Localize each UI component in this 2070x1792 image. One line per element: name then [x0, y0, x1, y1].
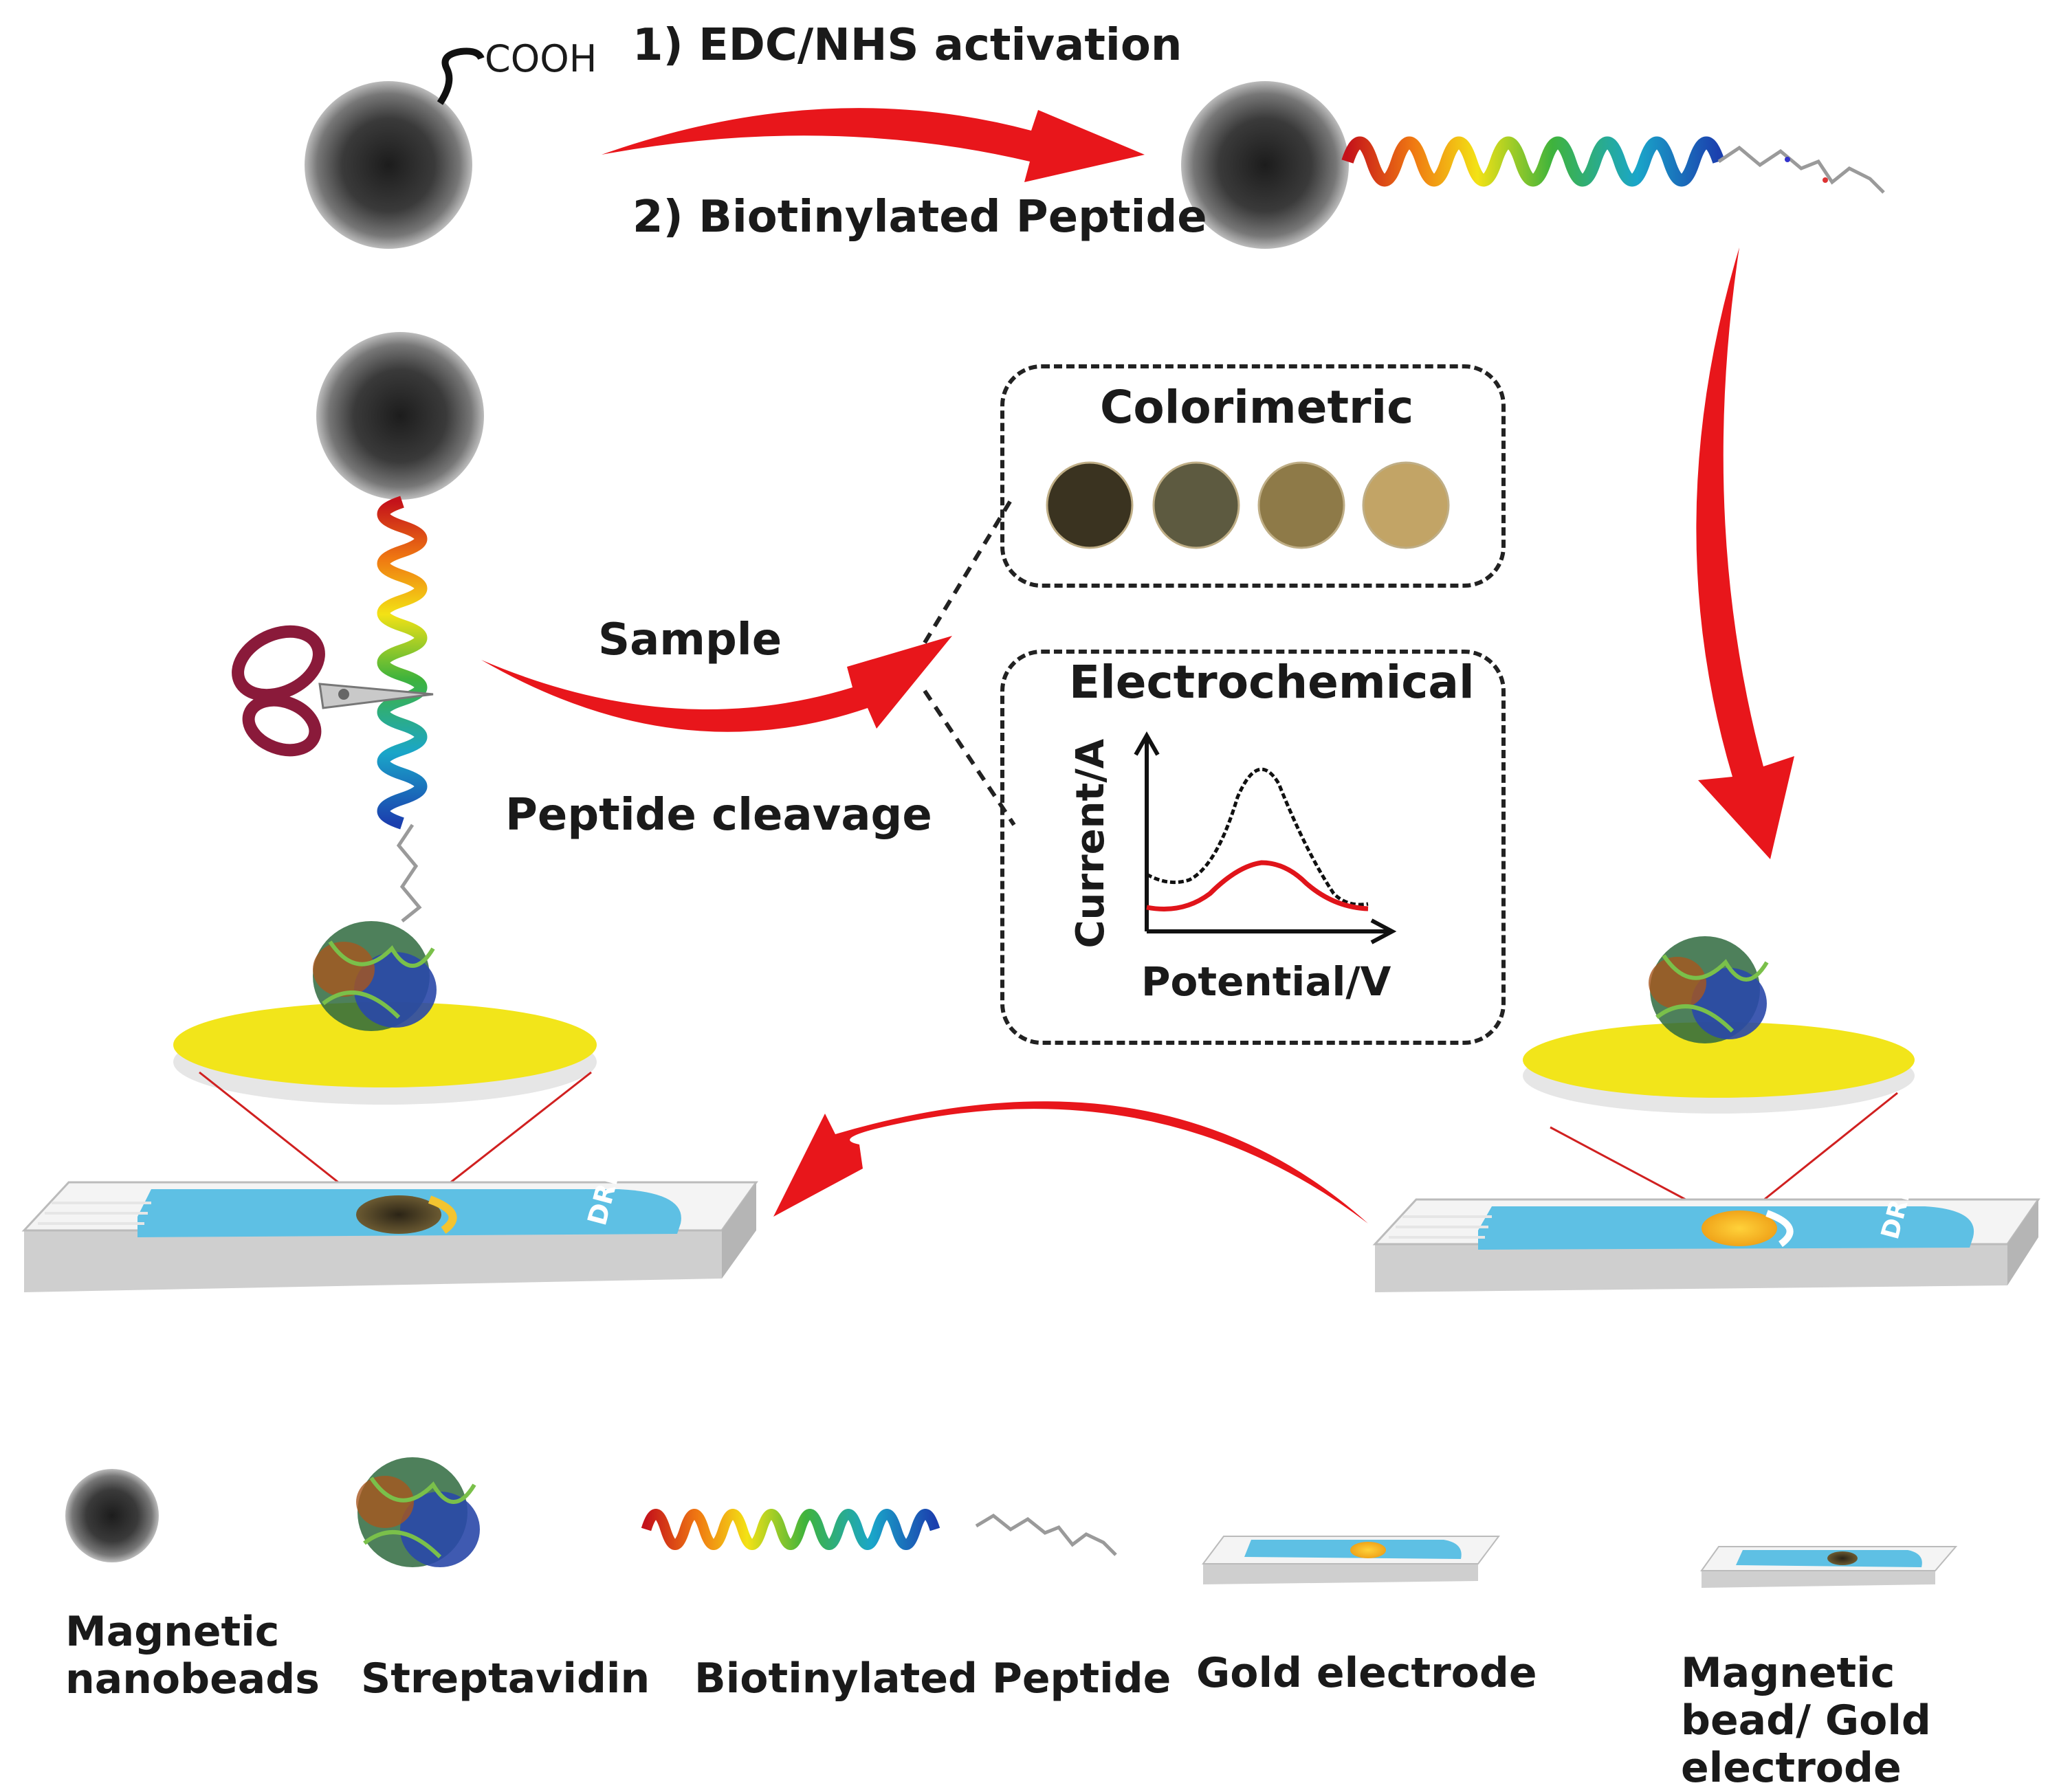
streptavidin-icon — [356, 1457, 480, 1567]
zoom-lines-left — [199, 1071, 592, 1204]
legend-peptide-label: Biotinylated Peptide — [694, 1655, 1171, 1703]
electrochemical-plot — [1134, 731, 1397, 944]
color-spot — [1257, 461, 1345, 549]
electrode-strip-icon — [1700, 1546, 1958, 1588]
color-spot — [1046, 461, 1134, 549]
legend-gold-electrode-label: Gold electrode — [1196, 1649, 1537, 1697]
arrow-sample — [481, 636, 952, 732]
voltammogram-black — [1145, 767, 1369, 907]
nanobead-icon — [316, 332, 484, 500]
voltammogram-red — [1146, 860, 1369, 911]
streptavidin-icon — [313, 921, 437, 1031]
peptide-helix-icon — [641, 1509, 1117, 1556]
nanobead-icon — [65, 1469, 159, 1562]
gold-disk — [1523, 1022, 1915, 1114]
legend-nanobead-label: Magnetic nanobeads — [65, 1608, 320, 1703]
legend-bead-electrode-label: Magnetic bead/ Gold electrode — [1681, 1649, 1931, 1792]
colorimetric-spots — [1046, 461, 1450, 549]
colorimetric-title: Colorimetric — [1100, 381, 1414, 434]
color-spot — [1152, 461, 1240, 549]
legend-streptavidin-label: Streptavidin — [361, 1655, 650, 1703]
color-spot — [1362, 461, 1450, 549]
plot-xlabel: Potential/V — [1141, 958, 1391, 1005]
nanobead-icon — [305, 81, 472, 249]
plot-axes — [1134, 731, 1397, 944]
streptavidin-icon — [1649, 936, 1769, 1043]
zoom-lines-right — [1550, 1092, 1898, 1211]
electrode-strip-icon: DRP — [21, 1162, 758, 1292]
step2-label: 2) Biotinylated Peptide — [632, 192, 1207, 243]
sample-label: Sample — [598, 615, 782, 665]
cooh-label: COOH — [485, 37, 597, 80]
scissors-icon — [232, 625, 434, 757]
step1-label: 1) EDC/NHS activation — [632, 20, 1182, 71]
gold-disk — [173, 1002, 597, 1105]
plot-ylabel: Current/A — [1068, 738, 1114, 949]
cleavage-label: Peptide cleavage — [505, 790, 932, 841]
arrow-return — [773, 1101, 1368, 1224]
colorimetric-box — [1000, 364, 1506, 588]
electrode-strip-icon: DRP — [1372, 1180, 2040, 1292]
arrow-activation — [602, 108, 1145, 182]
peptide-helix-icon — [377, 496, 428, 922]
electrochemical-box — [1000, 650, 1506, 1045]
peptide-helix-icon — [1341, 136, 1885, 194]
cooh-linker — [437, 47, 485, 105]
connector-lines — [923, 494, 1016, 826]
electrochemical-title: Electrochemical — [1069, 656, 1475, 709]
arrow-to-electrode — [1696, 247, 1794, 859]
nanobead-icon — [1181, 81, 1349, 249]
electrode-strip-icon — [1202, 1536, 1500, 1584]
